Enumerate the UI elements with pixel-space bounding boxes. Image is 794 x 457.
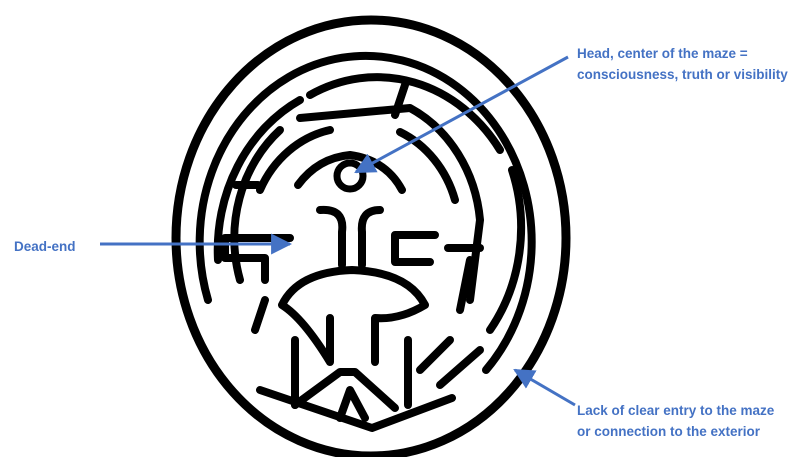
maze bbox=[176, 20, 566, 456]
figure-base bbox=[282, 270, 425, 362]
dead-end-annotation-line-1: Dead-end bbox=[14, 236, 76, 257]
annotation-arrows bbox=[100, 57, 575, 405]
head-annotation-line-2: consciousness, truth or visibility bbox=[577, 64, 788, 85]
head-annotation-line-1: Head, center of the maze = bbox=[577, 43, 788, 64]
exterior-annotation-line-1: Lack of clear entry to the maze bbox=[577, 400, 774, 421]
maze-dead-end-right bbox=[395, 235, 435, 262]
head-annotation: Head, center of the maze = consciousness… bbox=[577, 43, 788, 85]
figure-body bbox=[298, 155, 402, 265]
arrow-exterior-pointer bbox=[515, 370, 575, 405]
exterior-annotation: Lack of clear entry to the maze or conne… bbox=[577, 400, 774, 442]
exterior-annotation-line-2: or connection to the exterior bbox=[577, 421, 774, 442]
figure-head bbox=[337, 163, 363, 189]
dead-end-annotation: Dead-end bbox=[14, 236, 76, 257]
